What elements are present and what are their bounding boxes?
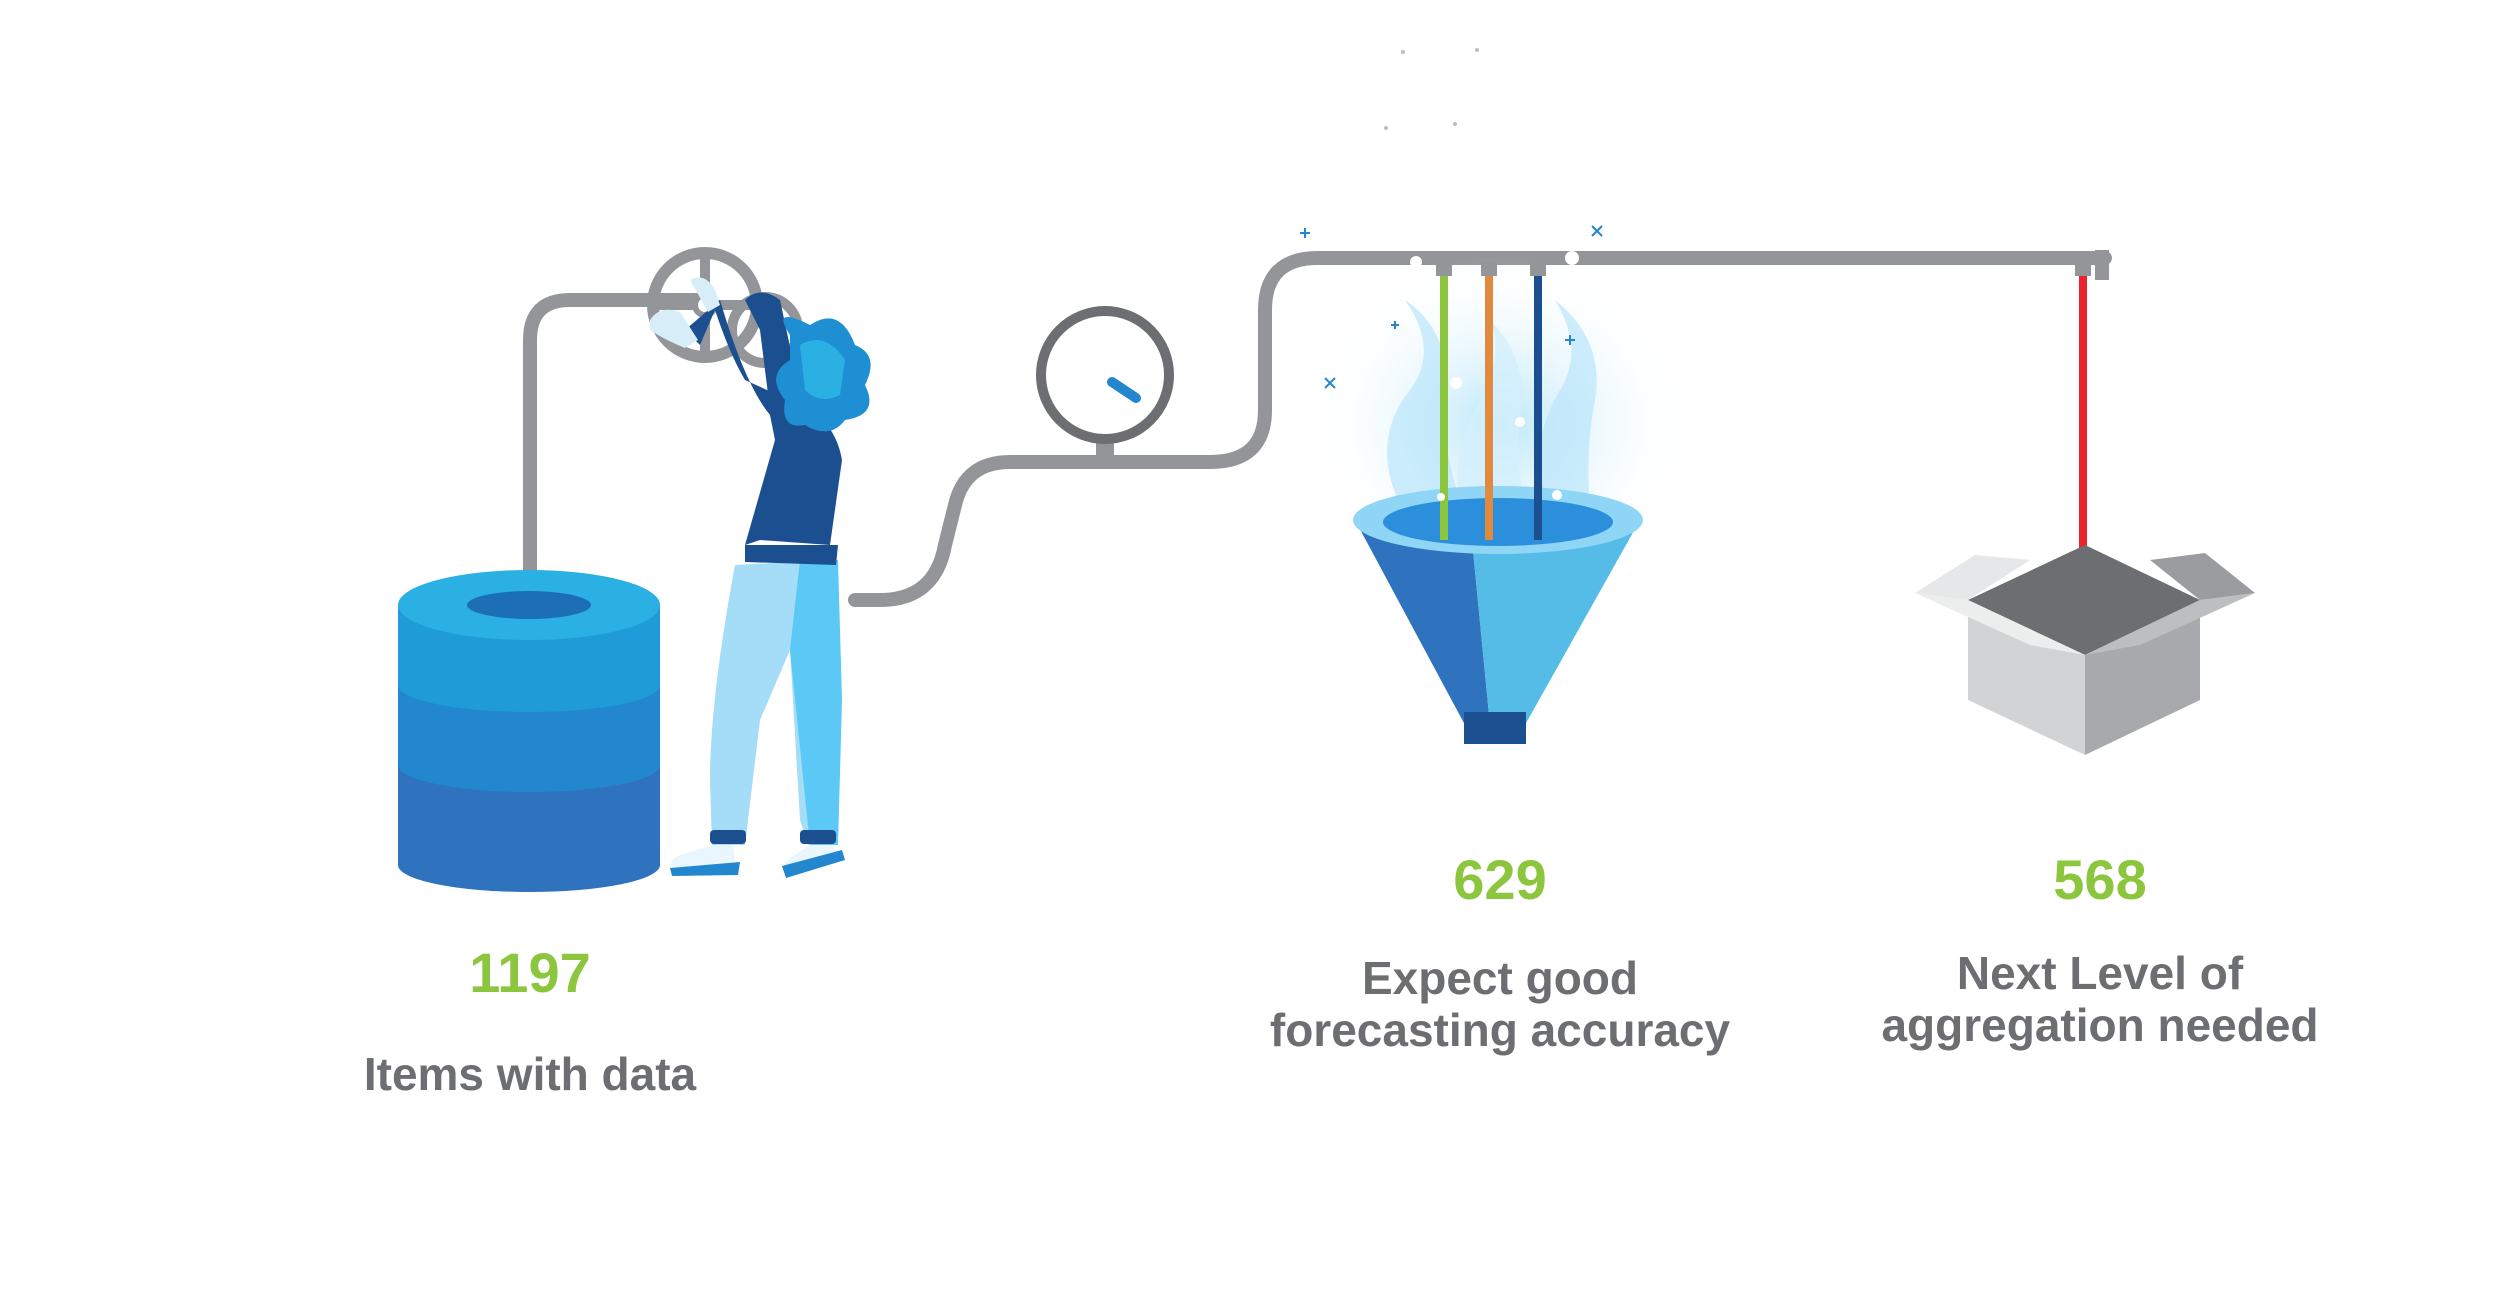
dust-dots — [1384, 48, 1479, 130]
good-accuracy-label: Expect good forecasting accuracy — [1190, 952, 1810, 1056]
open-box-icon — [1915, 545, 2255, 755]
stat-next-level: 568 Next Level of aggregation needed — [1810, 852, 2390, 1051]
database-icon — [398, 570, 660, 892]
pressure-gauge-icon — [1036, 306, 1174, 464]
next-level-label: Next Level of aggregation needed — [1810, 947, 2390, 1051]
next-level-label-line1: Next Level of — [1956, 947, 2244, 999]
next-level-label-line2: aggregation needed — [1881, 998, 2319, 1051]
sparkles — [1410, 251, 1579, 501]
good-accuracy-label-line2: forecasting accuracy — [1269, 1003, 1731, 1056]
main-pipe — [523, 293, 707, 607]
stat-items-with-data: 1197 Items with data — [250, 945, 810, 1101]
good-accuracy-value: 629 — [1453, 848, 1547, 911]
items-with-data-value: 1197 — [469, 941, 591, 1004]
next-level-value: 568 — [2053, 848, 2147, 911]
funnel-icon — [1353, 486, 1643, 744]
pipe-end-cap — [2095, 250, 2109, 280]
good-accuracy-label-line1: Expect good — [1361, 952, 1639, 1004]
items-with-data-label: Items with data — [363, 1048, 697, 1100]
woman-turning-valve-icon — [650, 277, 871, 878]
outflow-pipe — [848, 251, 2112, 607]
stat-good-accuracy: 629 Expect good forecasting accuracy — [1190, 852, 1810, 1056]
star-marks — [1300, 225, 1603, 389]
